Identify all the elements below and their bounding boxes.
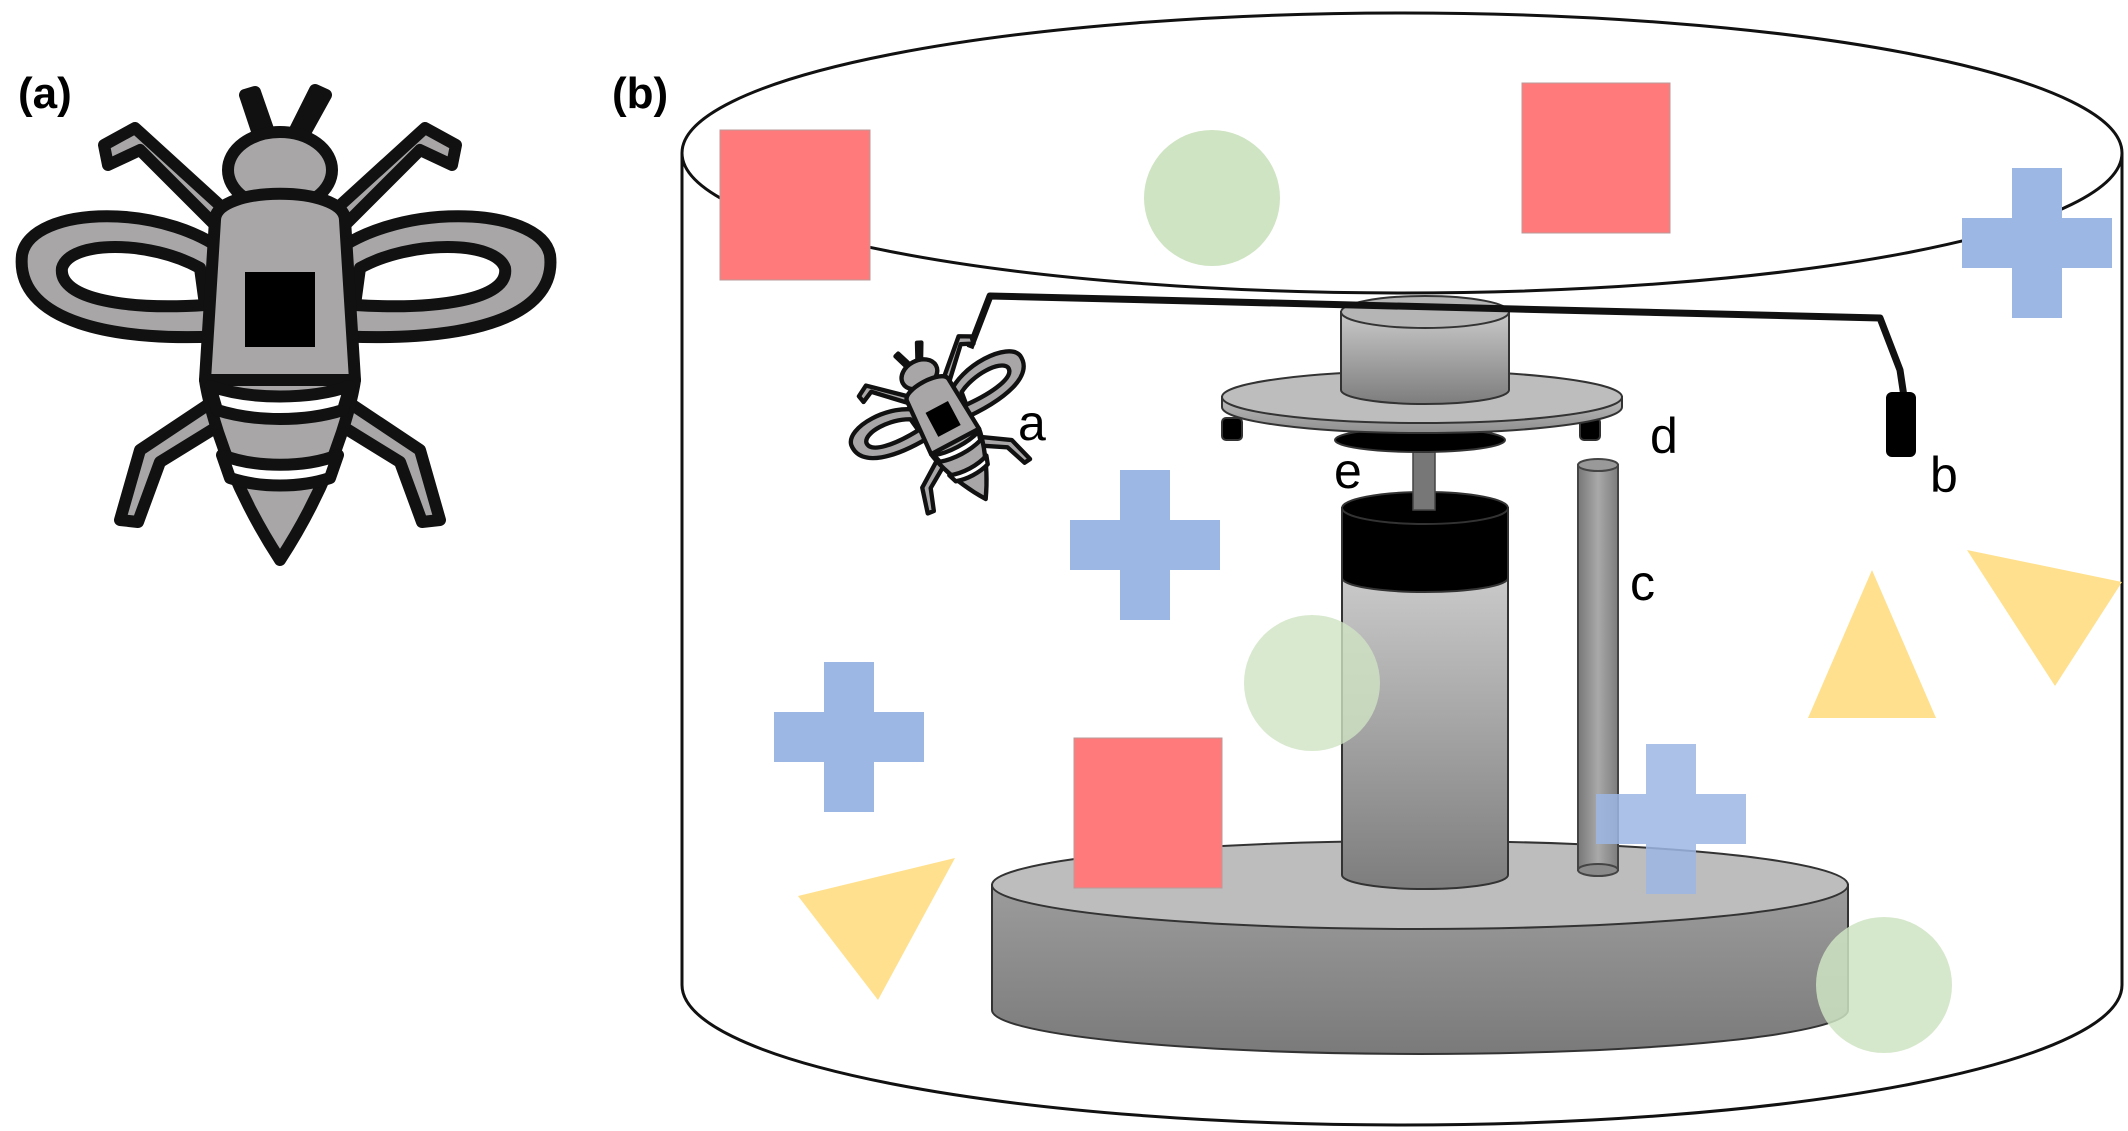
part-label-e: e [1334,443,1362,499]
yellow-triangle-cue [1967,550,2122,686]
green-circle-cue [1144,130,1280,266]
red-square-cue [719,129,871,281]
part-label-a: a [1018,395,1046,451]
bee-icon [22,90,551,560]
disc-d [1221,370,1623,453]
hub [1340,295,1510,405]
counterweight-b [1886,392,1916,457]
green-circle-cue [1244,615,1380,751]
yellow-triangle-cue [1808,570,1936,718]
blue-cross-cue [774,662,924,812]
blue-cross-cue [1070,470,1220,620]
part-label-d: d [1650,408,1678,464]
tether-arm [966,292,1910,411]
part-label-c: c [1630,555,1655,611]
red-square-cue [1521,82,1671,234]
yellow-triangle-cue [798,858,955,1000]
panel-label-b: (b) [612,69,668,118]
panel-label-a: (a) [18,69,72,118]
part-label-b: b [1930,447,1958,503]
arena-cylinder [680,11,2124,1127]
red-square-cue [1073,737,1223,889]
shaft-e [1412,444,1436,511]
green-circle-cue [1816,917,1952,1053]
motor [1341,491,1509,890]
blue-cross-cue [1962,168,2112,318]
